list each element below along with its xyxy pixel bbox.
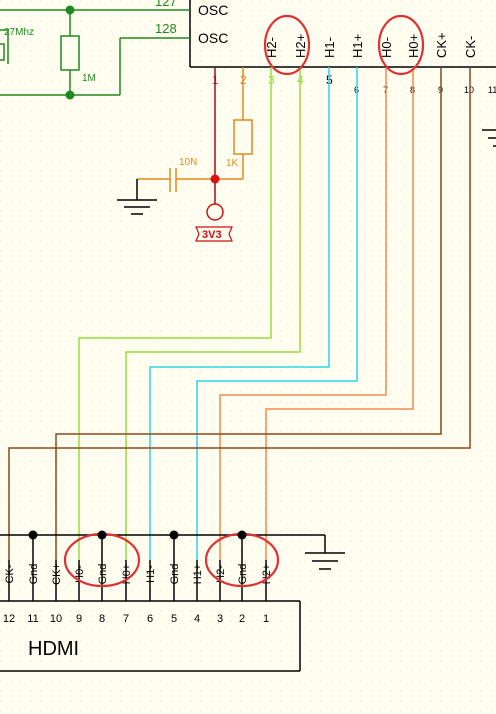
pin-name: H1-	[145, 565, 157, 583]
pin-name: H0+	[406, 34, 421, 58]
pin-name: H2-	[264, 37, 279, 58]
pin-name: CK-	[4, 564, 16, 583]
junction-dot	[28, 530, 38, 540]
signal-traces	[8, 67, 471, 560]
osc-pin-128: 128 OSC	[120, 21, 228, 46]
capacitor-label: 10N	[179, 157, 197, 168]
ground-junctions	[28, 530, 247, 540]
pin-number: 11	[27, 613, 38, 625]
pin-number: 10	[50, 613, 62, 625]
hdmi-pin-5: Gnd 5	[169, 535, 181, 625]
trace-h2-plus	[125, 67, 301, 560]
hdmi-pin-10: CK+ 10	[50, 560, 63, 625]
highlight-h0-pair	[377, 14, 425, 76]
pin-number: 128	[155, 21, 177, 36]
trace-h0-minus	[219, 67, 387, 560]
pin-name: H0+	[121, 564, 133, 585]
trace-h2-minus	[78, 67, 272, 560]
pin-number: 12	[3, 613, 15, 625]
ic-pin-10: 10 CK-	[463, 36, 478, 95]
pin-name: Gnd	[97, 564, 109, 585]
pin-name: OSC	[198, 30, 228, 46]
trace-h1-minus	[149, 67, 330, 560]
trace-ck-plus	[55, 67, 442, 560]
junction-dot	[65, 5, 75, 15]
pin-name: Gnd	[169, 564, 181, 585]
ic-pin-11: 11	[488, 85, 496, 95]
hdmi-pin-6: H1- 6	[145, 560, 157, 625]
junction-dot	[237, 530, 247, 540]
pin-name: OSC	[198, 2, 228, 18]
pin-number: 9	[76, 613, 82, 625]
resistor-1k-label: 1K	[226, 158, 239, 169]
pin-number: 4	[194, 613, 200, 625]
pin-name: H2+	[261, 564, 273, 585]
pin-number: 7	[123, 613, 129, 625]
trace-h1-plus	[196, 67, 358, 560]
pin-name: CK+	[51, 563, 63, 585]
pin-number: 127	[155, 0, 177, 9]
junction-dot	[169, 530, 179, 540]
pin-number: 3	[217, 613, 223, 625]
pin-number: 8	[99, 613, 105, 625]
crystal-label: 27Mhz	[4, 27, 34, 38]
pin-name: CK-	[463, 36, 478, 58]
junction-dot	[210, 174, 220, 184]
pin-name: CK+	[434, 32, 449, 58]
pin-name: H1-	[322, 37, 337, 58]
highlight-h2-pair	[263, 14, 311, 76]
pin-number: 6	[147, 613, 153, 625]
oscillator-circuit	[0, 9, 121, 96]
osc-pin-127: 127 OSC	[70, 0, 228, 18]
svg-text:3V3: 3V3	[202, 229, 222, 241]
pin-number: 1	[263, 613, 269, 625]
pin-name: Gnd	[237, 564, 249, 585]
pin-number: 11	[488, 85, 496, 95]
power-symbol	[206, 203, 224, 221]
hdmi-pin-4: H1+ 4	[192, 560, 204, 625]
pin-number: 10	[464, 85, 474, 95]
junction-dot	[97, 530, 107, 540]
power-label-3v3: 3V3	[195, 226, 233, 242]
pin-name: H2+	[293, 34, 308, 58]
trace-ck-minus	[8, 67, 471, 560]
ic-chip	[189, 0, 496, 68]
pin-name: H1+	[350, 34, 365, 58]
pin-name: Gnd	[28, 564, 40, 585]
hdmi-pin-12: CK- 12	[3, 560, 16, 625]
hdmi-title: HDMI	[28, 638, 79, 660]
pin-name: H0-	[379, 37, 394, 58]
pin-number: 2	[239, 613, 245, 625]
junction-dot	[65, 90, 75, 100]
resistor-1m-label: 1M	[82, 73, 96, 84]
hdmi-ground-bus	[0, 534, 345, 570]
pin-number: 5	[171, 613, 177, 625]
pin-name: H1+	[192, 564, 204, 585]
trace-h0-plus	[265, 67, 414, 560]
